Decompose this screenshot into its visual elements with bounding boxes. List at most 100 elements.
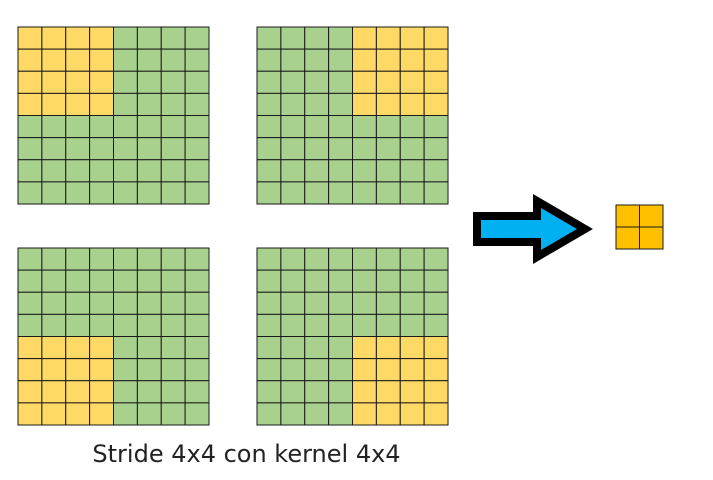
grid-cell (280, 70, 306, 94)
grid-cell (423, 115, 449, 139)
kernel-cell (41, 48, 67, 72)
grid-cell (160, 70, 186, 94)
grid-cell (136, 115, 162, 139)
grid-cell (113, 115, 138, 139)
grid-cell (256, 181, 282, 205)
grid-cell (304, 269, 330, 293)
grid-cell (41, 159, 67, 183)
kernel-cell (423, 358, 449, 382)
grid-cell (113, 402, 138, 426)
arrow-icon (473, 194, 593, 264)
kernel-cell (65, 402, 91, 426)
grid-cell (423, 313, 449, 338)
grid-cell (113, 92, 138, 117)
grid-cell (280, 291, 306, 315)
output-cell (615, 204, 640, 228)
grid-cell (136, 247, 162, 271)
grid-cell (280, 380, 306, 404)
grid-cell (328, 291, 354, 315)
kernel-cell (352, 48, 377, 72)
grid-cell (280, 48, 306, 72)
kernel-cell (352, 336, 377, 360)
grid-cell (280, 402, 306, 426)
grid-cell (328, 269, 354, 293)
grid-cell (352, 291, 377, 315)
grid-cell (184, 159, 210, 183)
grid-cell (184, 402, 210, 426)
kernel-cell (423, 402, 449, 426)
grid-cell (304, 336, 330, 360)
grid-cell (65, 269, 91, 293)
grid-top-right (256, 26, 449, 205)
grid-cell (328, 159, 354, 183)
grid-cell (136, 402, 162, 426)
grid-cell (304, 115, 330, 139)
kernel-cell (399, 92, 425, 117)
grid-cell (375, 269, 401, 293)
grid-cell (184, 380, 210, 404)
grid-cell (280, 159, 306, 183)
grid-cell (304, 291, 330, 315)
grid-cell (352, 269, 377, 293)
kernel-cell (89, 380, 115, 404)
kernel-cell (17, 26, 43, 50)
grid-cell (136, 70, 162, 94)
output-cell (615, 226, 640, 250)
grid-cell (184, 291, 210, 315)
kernel-cell (65, 380, 91, 404)
grid-cell (328, 247, 354, 271)
kernel-cell (423, 336, 449, 360)
grid-cell (280, 247, 306, 271)
grid-cell (280, 115, 306, 139)
grid-cell (184, 313, 210, 338)
grid-cell (89, 313, 115, 338)
grid-cell (160, 115, 186, 139)
grid-cell (65, 247, 91, 271)
kernel-cell (352, 92, 377, 117)
kernel-cell (41, 26, 67, 50)
grid-cell (304, 159, 330, 183)
kernel-cell (65, 336, 91, 360)
kernel-cell (375, 26, 401, 50)
grid-cell (328, 380, 354, 404)
grid-cell (184, 115, 210, 139)
grid-cell (423, 181, 449, 205)
kernel-cell (89, 402, 115, 426)
kernel-cell (399, 26, 425, 50)
grid-cell (399, 269, 425, 293)
grid-cell (89, 181, 115, 205)
grid-cell (65, 115, 91, 139)
grid-cell (160, 336, 186, 360)
kernel-cell (65, 70, 91, 94)
kernel-cell (17, 358, 43, 382)
grid-cell (328, 70, 354, 94)
grid-cell (399, 115, 425, 139)
grid-cell (280, 358, 306, 382)
output-grid (615, 204, 664, 250)
grid-cell (375, 137, 401, 161)
grid-cell (113, 380, 138, 404)
grid-cell (375, 313, 401, 338)
grid-cell (113, 358, 138, 382)
grid-cell (160, 269, 186, 293)
grid-cell (65, 181, 91, 205)
grid-cell (256, 115, 282, 139)
grid-cell (136, 313, 162, 338)
kernel-cell (375, 358, 401, 382)
grid-top-left (17, 26, 210, 205)
grid-cell (65, 137, 91, 161)
kernel-cell (41, 402, 67, 426)
grid-cell (352, 313, 377, 338)
kernel-cell (399, 336, 425, 360)
grid-cell (17, 269, 43, 293)
grid-cell (328, 358, 354, 382)
kernel-cell (423, 380, 449, 404)
kernel-cell (17, 70, 43, 94)
grid-cell (89, 115, 115, 139)
grid-cell (256, 159, 282, 183)
grid-cell (399, 291, 425, 315)
grid-cell (136, 336, 162, 360)
grid-cell (256, 313, 282, 338)
grid-cell (136, 92, 162, 117)
grid-cell (328, 402, 354, 426)
